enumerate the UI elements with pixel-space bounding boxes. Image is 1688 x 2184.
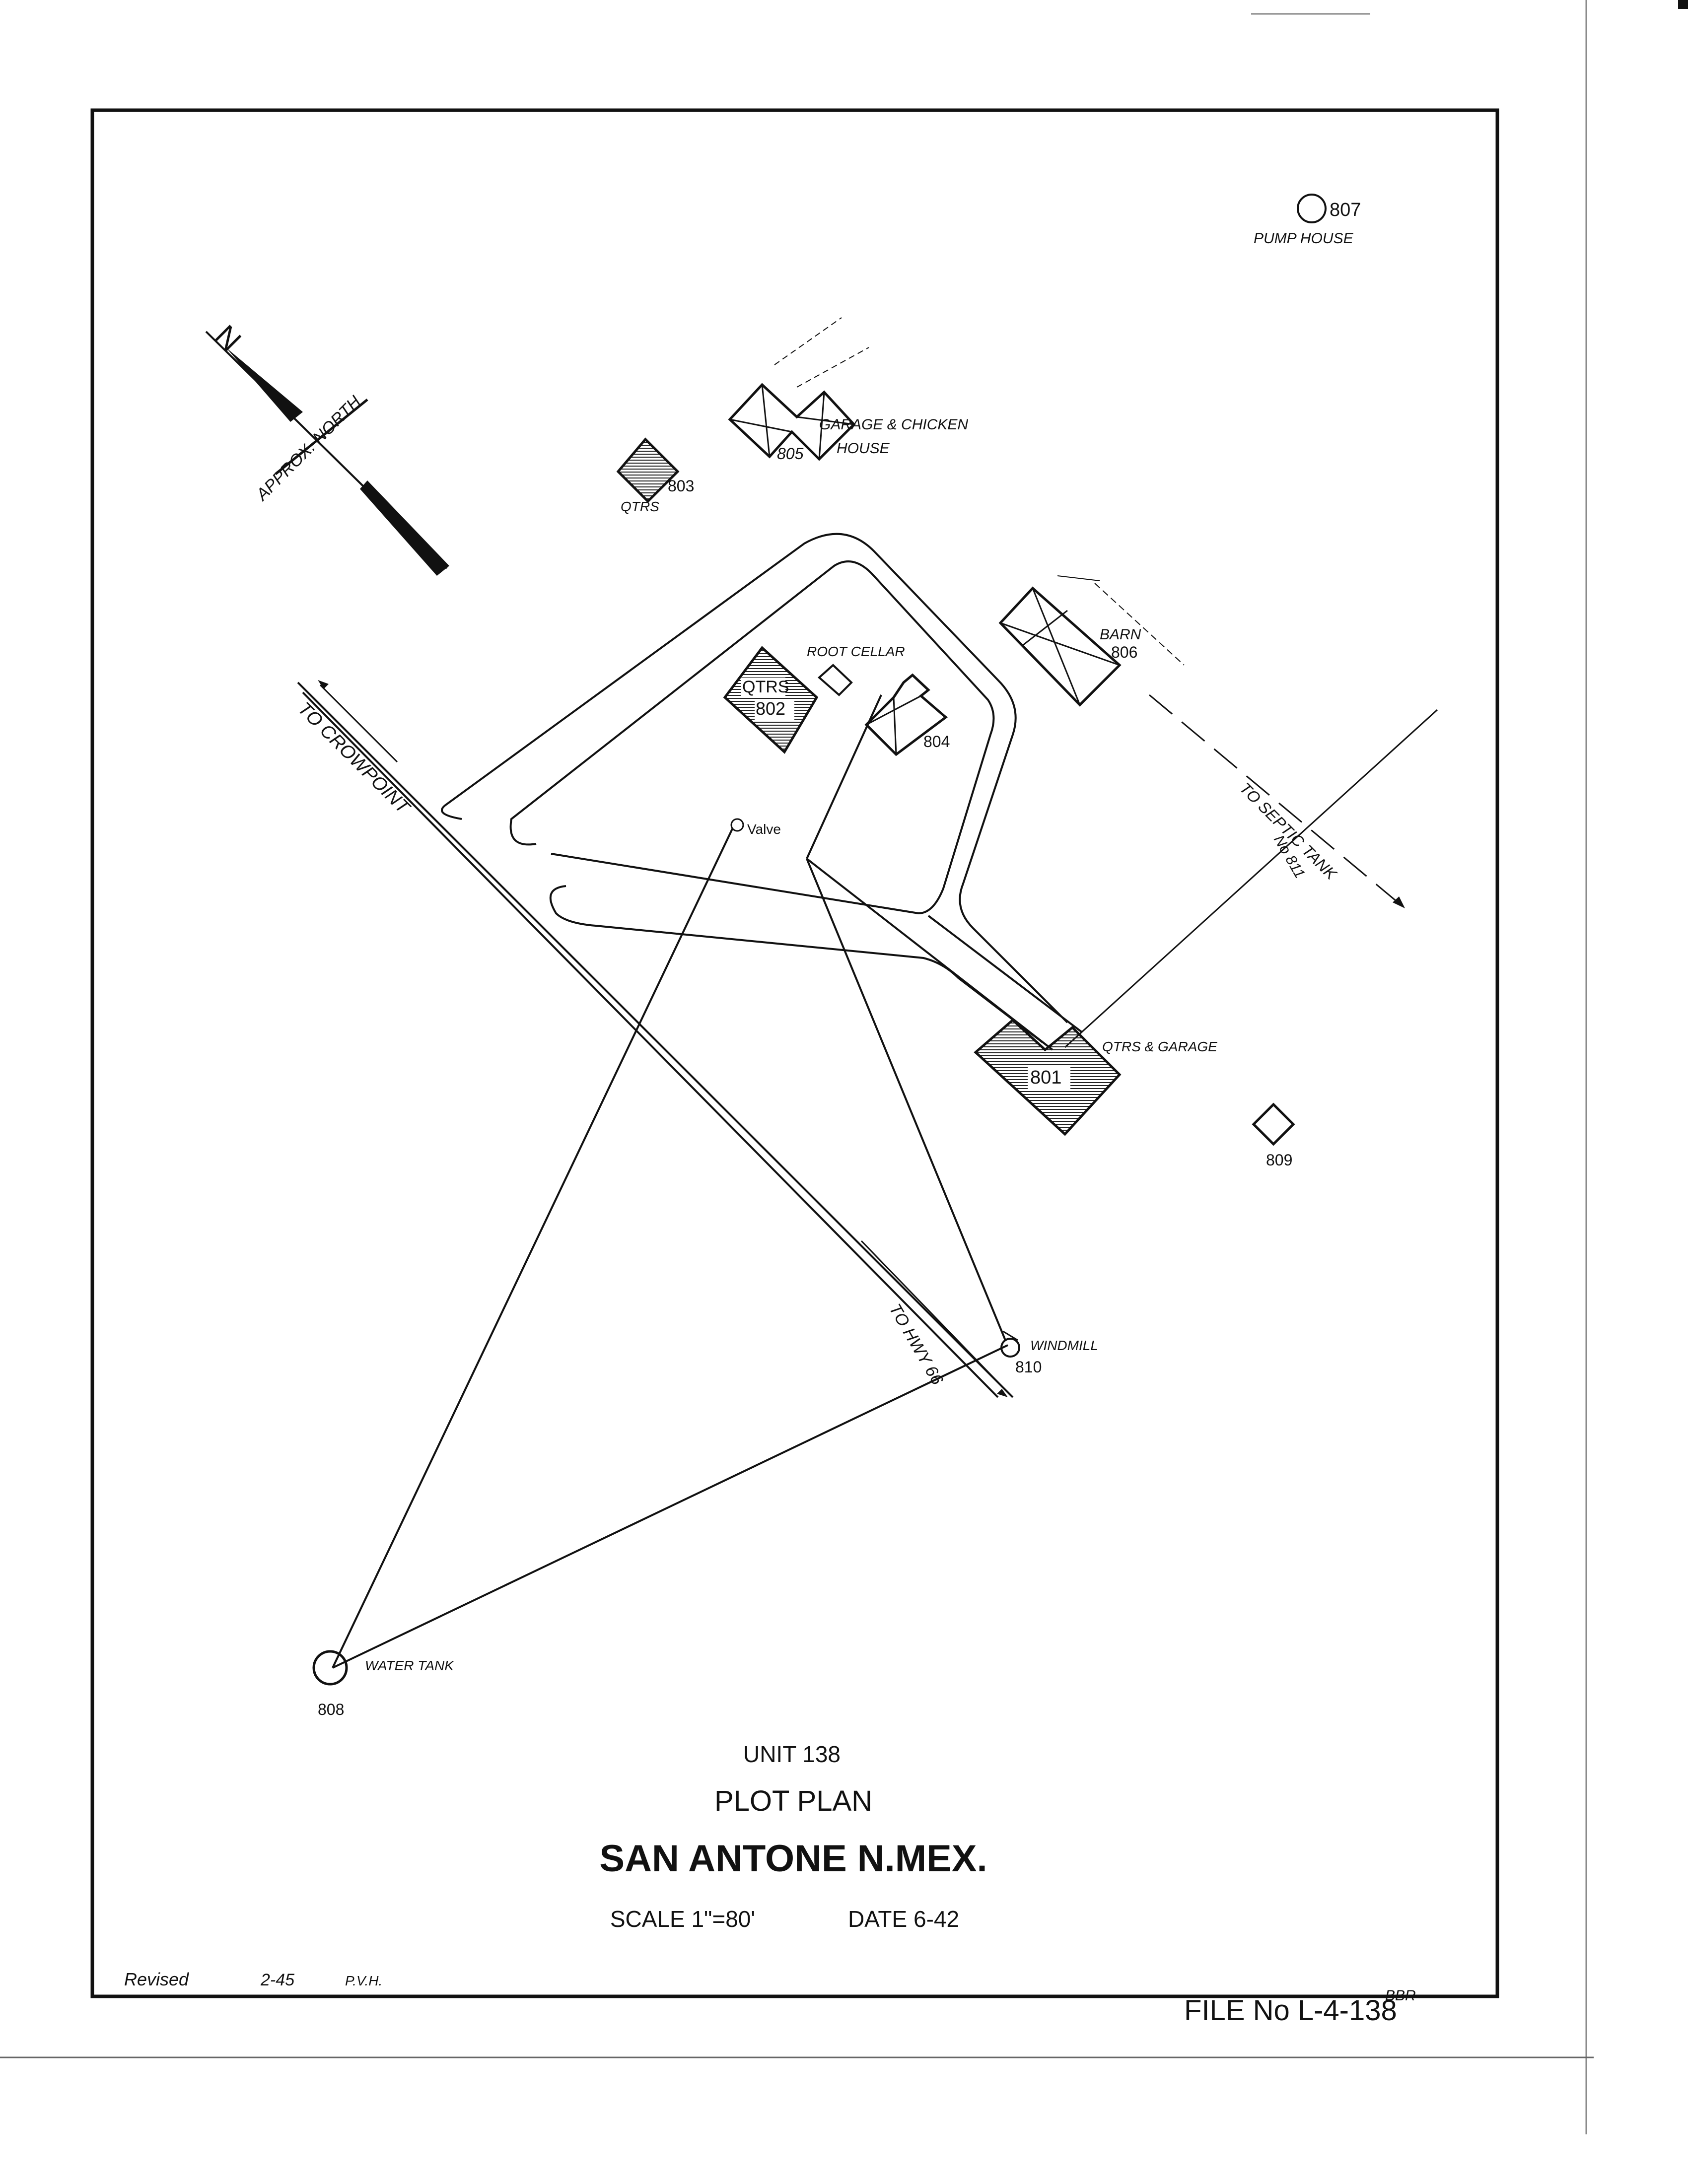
label-mask [755, 700, 794, 721]
north-label: APPROX. NORTH [252, 392, 364, 505]
building-801: 801 QTRS & GARAGE [974, 1018, 1217, 1136]
building-name: QTRS [742, 678, 789, 696]
building-809: 809 [1252, 1102, 1295, 1169]
building-name-line1: GARAGE & CHICKEN [819, 416, 968, 433]
building-number: 803 [668, 477, 694, 495]
septic-tank-label: TO SEPTIC TANK No 811 [1236, 779, 1341, 884]
valve-symbol [730, 818, 744, 832]
root-cellar: ROOT CELLAR [807, 644, 905, 696]
building-807: 807 PUMP HOUSE [1254, 194, 1361, 247]
building-803: 803 QTRS [616, 437, 694, 514]
revised-label: Revised [124, 1969, 189, 1989]
building-number: 806 [1111, 643, 1137, 661]
building-name: WINDMILL [1030, 1338, 1098, 1353]
north-arrow: N APPROX. NORTH [205, 319, 449, 576]
corner-mark [1678, 0, 1688, 9]
label-mask [1028, 1067, 1070, 1089]
building-name: BARN [1100, 626, 1141, 643]
building-name: ROOT CELLAR [807, 644, 905, 659]
building-number: 804 [923, 733, 950, 751]
drawing-border [90, 108, 1499, 1998]
building-806: BARN 806 [998, 575, 1185, 707]
label-mask [741, 678, 785, 697]
building-name: WATER TANK [365, 1658, 454, 1673]
file-number: FILE No L-4-138 [1184, 1994, 1397, 2027]
highway-edge-1 [297, 682, 1014, 1398]
unit-title: UNIT 138 [743, 1741, 841, 1767]
drive-outer [446, 533, 1068, 1024]
building-name: PUMP HOUSE [1254, 230, 1354, 247]
revised-by: P.V.H. [345, 1973, 382, 1988]
drive-inner [509, 560, 995, 915]
valve-label: Valve [747, 821, 781, 837]
title-block: UNIT 138 PLOT PLAN SAN ANTONE N.MEX. SCA… [124, 1741, 1416, 2027]
building-805: 805 GARAGE & CHICKEN HOUSE [728, 317, 968, 463]
building-810: WINDMILL 810 [1000, 1330, 1098, 1376]
building-number: 807 [1330, 200, 1361, 220]
valve: Valve [730, 818, 781, 837]
water-tank-symbol [312, 1650, 348, 1686]
scale-label: SCALE 1"=80' [610, 1906, 755, 1932]
building-name: QTRS [621, 499, 659, 514]
date-label: DATE 6-42 [848, 1906, 959, 1932]
building-number: 810 [1015, 1358, 1042, 1376]
building-number: 809 [1266, 1151, 1292, 1169]
roads: TO CROWPOINT TO HWY 66 [294, 533, 1083, 1398]
pump-house-symbol [1297, 194, 1327, 223]
building-number: 801 [1030, 1067, 1061, 1088]
road-label-crowpoint: TO CROWPOINT [294, 698, 415, 819]
highway-edge-2 [302, 691, 999, 1398]
windmill-symbol [1000, 1338, 1020, 1358]
building-number: 802 [756, 698, 785, 719]
building-number: 808 [318, 1701, 344, 1718]
building-name-line2: HOUSE [837, 440, 890, 457]
drawn-by: BBR [1385, 1987, 1416, 2004]
revised-date: 2-45 [260, 1971, 294, 1989]
building-name: QTRS & GARAGE [1102, 1039, 1217, 1054]
plan-title: PLOT PLAN [714, 1785, 872, 1817]
building-802: QTRS 802 [723, 646, 819, 754]
building-804: 804 [864, 673, 950, 756]
place-title: SAN ANTONE N.MEX. [599, 1838, 987, 1880]
building-808: WATER TANK 808 [312, 1650, 454, 1718]
north-letter: N [209, 319, 248, 357]
building-number: 805 [777, 445, 804, 463]
north-arrow-crossbar [275, 399, 368, 475]
